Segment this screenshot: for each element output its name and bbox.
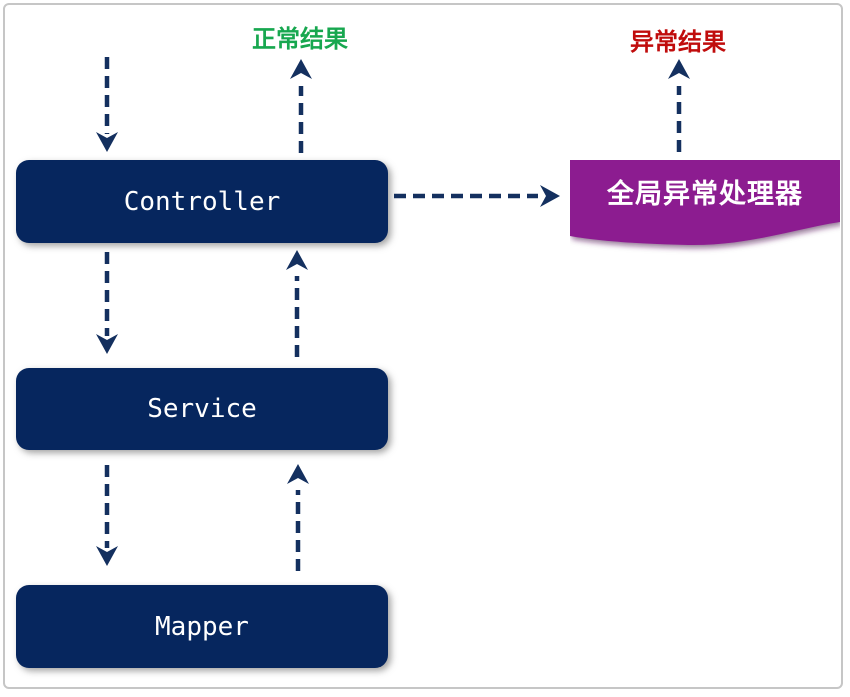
node-controller: Controller (16, 160, 388, 243)
node-mapper: Mapper (16, 585, 388, 668)
label-exception-result: 异常结果 (630, 29, 726, 56)
label-normal-result: 正常结果 (252, 26, 348, 53)
node-exception-handler: 全局异常处理器 (570, 160, 840, 255)
node-service: Service (16, 368, 388, 450)
document-wave-path (570, 160, 840, 246)
node-exception-handler-label: 全局异常处理器 (607, 178, 803, 209)
node-controller-label: Controller (123, 186, 281, 217)
node-mapper-label: Mapper (155, 611, 249, 642)
node-service-label: Service (147, 394, 257, 424)
document-wave-shape (570, 160, 840, 246)
diagram-frame (3, 3, 843, 689)
